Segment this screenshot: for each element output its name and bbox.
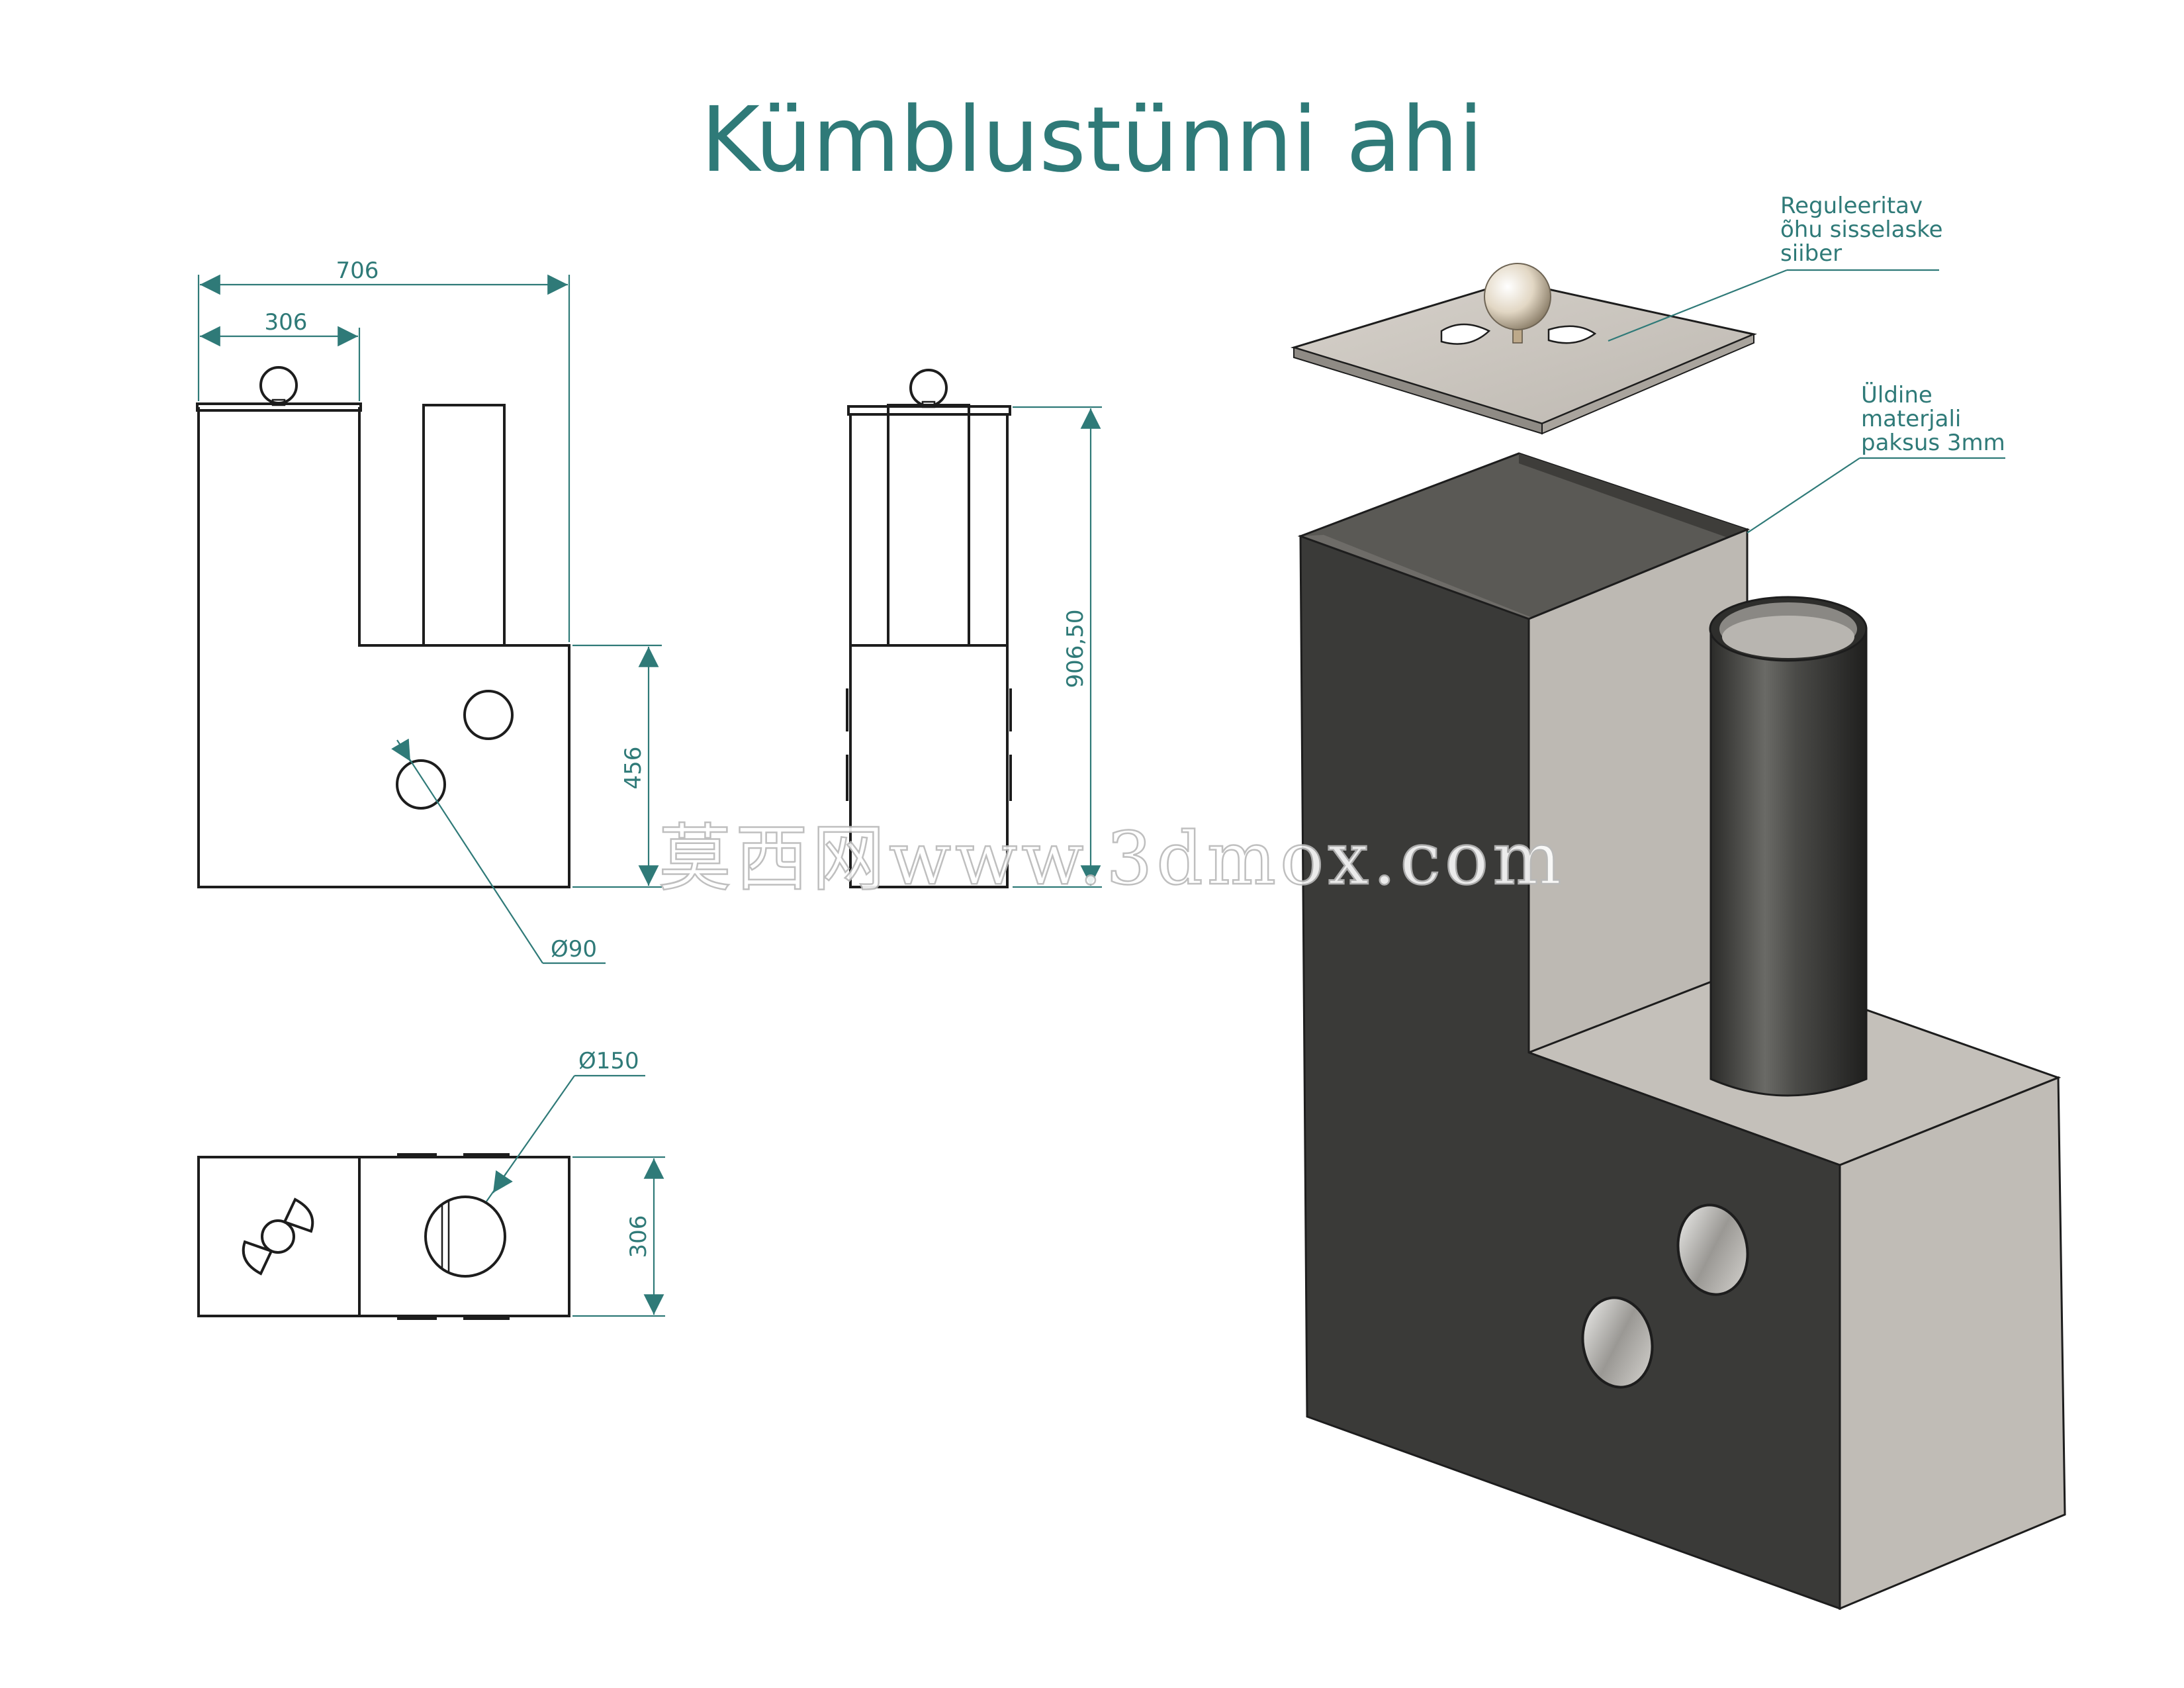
dim-line-d90 <box>396 739 543 964</box>
front-chimney <box>422 404 506 647</box>
side-firebox <box>849 644 1009 888</box>
front-air-hole-upper <box>463 690 514 740</box>
svg-text:Üldine: Üldine <box>1861 381 1933 408</box>
dim-d150-label: Ø150 <box>578 1048 639 1074</box>
iso-lid <box>1290 263 1757 435</box>
front-air-hole-lower <box>396 759 446 810</box>
front-knob <box>259 366 298 404</box>
svg-text:Reguleeritav: Reguleeritav <box>1780 193 1923 219</box>
side-upper-body <box>849 414 1009 647</box>
top-chimney <box>424 1196 506 1278</box>
side-view: 906,50 <box>846 369 1102 888</box>
dim-d90-label: Ø90 <box>551 936 597 962</box>
annotation-material: Üldine materjali paksus 3mm <box>1747 381 2005 534</box>
side-chimney <box>887 404 970 647</box>
dim-456-label: 456 <box>620 747 647 790</box>
front-knob-stem <box>271 399 286 406</box>
iso-front-face <box>1299 534 1841 1611</box>
dim-306-label: 306 <box>265 309 308 336</box>
top-damper <box>242 1197 314 1276</box>
svg-text:siiber: siiber <box>1780 240 1842 267</box>
top-view: Ø150 306 <box>197 1048 665 1320</box>
iso-chimney <box>1709 596 1868 1097</box>
front-body-outline <box>197 407 570 888</box>
isometric-view: Reguleeritav õhu sisselaske siiber Üldin… <box>1290 193 2066 1611</box>
page-title: Kümblustünni ahi <box>701 88 1484 193</box>
top-outline <box>197 1156 570 1317</box>
dim-906-label: 906,50 <box>1062 610 1089 688</box>
iso-air-holes <box>1581 1203 1749 1389</box>
iso-firebox-side <box>1839 1076 2066 1611</box>
iso-knob <box>1484 263 1551 330</box>
dim-706-label: 706 <box>336 258 379 284</box>
annotation-damper: Reguleeritav õhu sisselaske siiber <box>1608 193 1943 342</box>
watermark: 莫西网www.3dmox.com <box>659 816 1565 901</box>
dim-depth-label: 306 <box>625 1215 652 1258</box>
svg-text:paksus 3mm: paksus 3mm <box>1861 430 2005 456</box>
svg-text:materjali: materjali <box>1861 406 1961 432</box>
svg-text:õhu sisselaske: õhu sisselaske <box>1780 216 1943 243</box>
side-knob <box>909 369 948 407</box>
front-view: 706 306 456 Ø90 <box>196 258 662 964</box>
